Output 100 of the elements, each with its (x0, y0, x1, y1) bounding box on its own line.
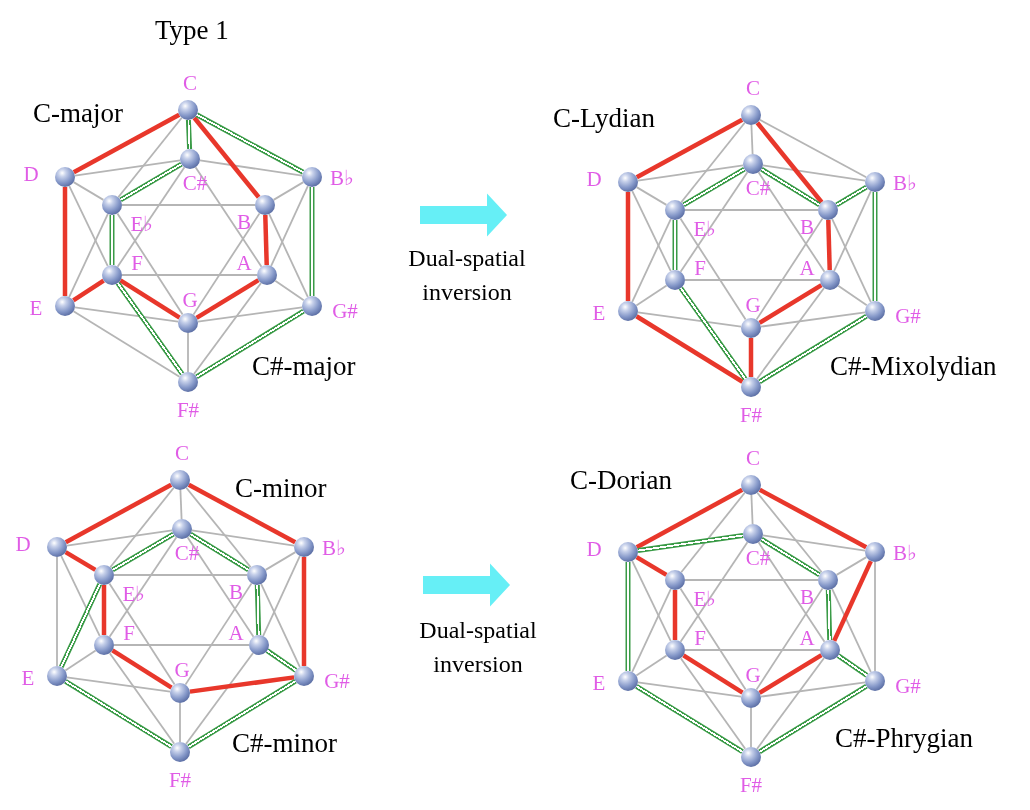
vertex-sphere (665, 270, 685, 290)
note-label: C# (174, 542, 200, 564)
edge-line (684, 209, 819, 211)
vertex-sphere (743, 154, 763, 174)
edge-line (184, 582, 253, 686)
note-label: G (745, 664, 761, 686)
edge-line (637, 681, 742, 698)
highlight-line (682, 653, 744, 695)
vertex-sphere (249, 635, 269, 655)
double-line (254, 584, 262, 636)
vertex-sphere (665, 200, 685, 220)
scale-label: C-Lydian (553, 102, 655, 134)
vertex-sphere (94, 635, 114, 655)
edge-line (186, 536, 255, 638)
edge-line (684, 279, 821, 281)
vertex-sphere (102, 195, 122, 215)
note-label: E♭ (693, 588, 717, 610)
note-label: C (175, 442, 189, 464)
edge-line (109, 486, 175, 569)
edge-line (750, 707, 752, 748)
vertex-sphere (818, 200, 838, 220)
double-line (119, 161, 183, 203)
edge-line (192, 212, 261, 316)
note-label: B (800, 586, 814, 608)
note-label: B (800, 216, 814, 238)
edge-line (756, 491, 823, 574)
vertex-sphere (302, 167, 322, 187)
vertex-sphere (665, 570, 685, 590)
vertex-sphere (741, 377, 761, 397)
highlight-line (748, 338, 754, 377)
edge-line (179, 489, 183, 520)
edge-line (837, 284, 868, 307)
edge-line (185, 652, 254, 745)
double-line (195, 309, 305, 379)
double-line (678, 286, 748, 381)
vertex-sphere (618, 172, 638, 192)
note-label: D (23, 163, 39, 185)
vertex-sphere (47, 666, 67, 686)
note-label: F (694, 257, 706, 279)
edge-line (762, 534, 866, 552)
vertex-sphere (302, 296, 322, 316)
double-line (836, 653, 869, 678)
scale-label: C-Dorian (570, 464, 672, 496)
vertex-sphere (741, 475, 761, 495)
vertex-sphere (180, 149, 200, 169)
edge-line (835, 556, 868, 576)
edge-line (108, 536, 178, 638)
note-label: A (799, 627, 815, 649)
edge-line (64, 649, 97, 672)
edge-line (750, 494, 754, 525)
highlight-line (635, 555, 668, 577)
note-label: E (592, 302, 606, 324)
edge-line (193, 282, 262, 375)
note-label: F# (739, 774, 763, 796)
note-label: E (21, 667, 35, 689)
edge-line (274, 279, 305, 302)
vertex-sphere (865, 671, 885, 691)
highlight-line (758, 487, 868, 550)
vertex-sphere (178, 372, 198, 392)
edge-line (260, 583, 301, 668)
vertex-sphere (294, 666, 314, 686)
vertex-sphere (247, 565, 267, 585)
highlight-line (189, 675, 295, 694)
note-label: E (592, 672, 606, 694)
vertex-sphere (172, 519, 192, 539)
scale-label: C#-major (252, 350, 356, 382)
edge-line (179, 702, 181, 743)
vertex-sphere (618, 301, 638, 321)
edge-line (72, 310, 181, 378)
highlight-line (635, 314, 744, 384)
edge-line (121, 204, 256, 206)
note-label: C# (182, 172, 208, 194)
edge-line (750, 124, 754, 155)
vertex-sphere (170, 683, 190, 703)
edge-line (108, 582, 176, 686)
double-line (672, 220, 678, 270)
note-label: G (745, 294, 761, 316)
edge-line (268, 213, 309, 298)
edge-line (121, 274, 258, 276)
vertex-sphere (257, 265, 277, 285)
note-label: B♭ (893, 172, 917, 194)
note-label: G (174, 659, 190, 681)
highlight-line (625, 192, 631, 301)
double-line (64, 679, 173, 749)
edge-line (117, 116, 183, 199)
note-label: C (746, 447, 760, 469)
edge-line (755, 217, 824, 321)
note-label: F# (739, 404, 763, 426)
highlight-line (72, 112, 181, 175)
vertex-sphere (741, 688, 761, 708)
edge-line (755, 587, 824, 691)
edge-line (185, 486, 252, 569)
note-label: D (15, 533, 31, 555)
edge-line (631, 560, 672, 642)
edge-line (60, 555, 101, 637)
note-label: F (131, 252, 143, 274)
double-line (625, 562, 631, 671)
highlight-line (192, 116, 261, 199)
vertex-sphere (55, 167, 75, 187)
double-line (109, 215, 115, 265)
